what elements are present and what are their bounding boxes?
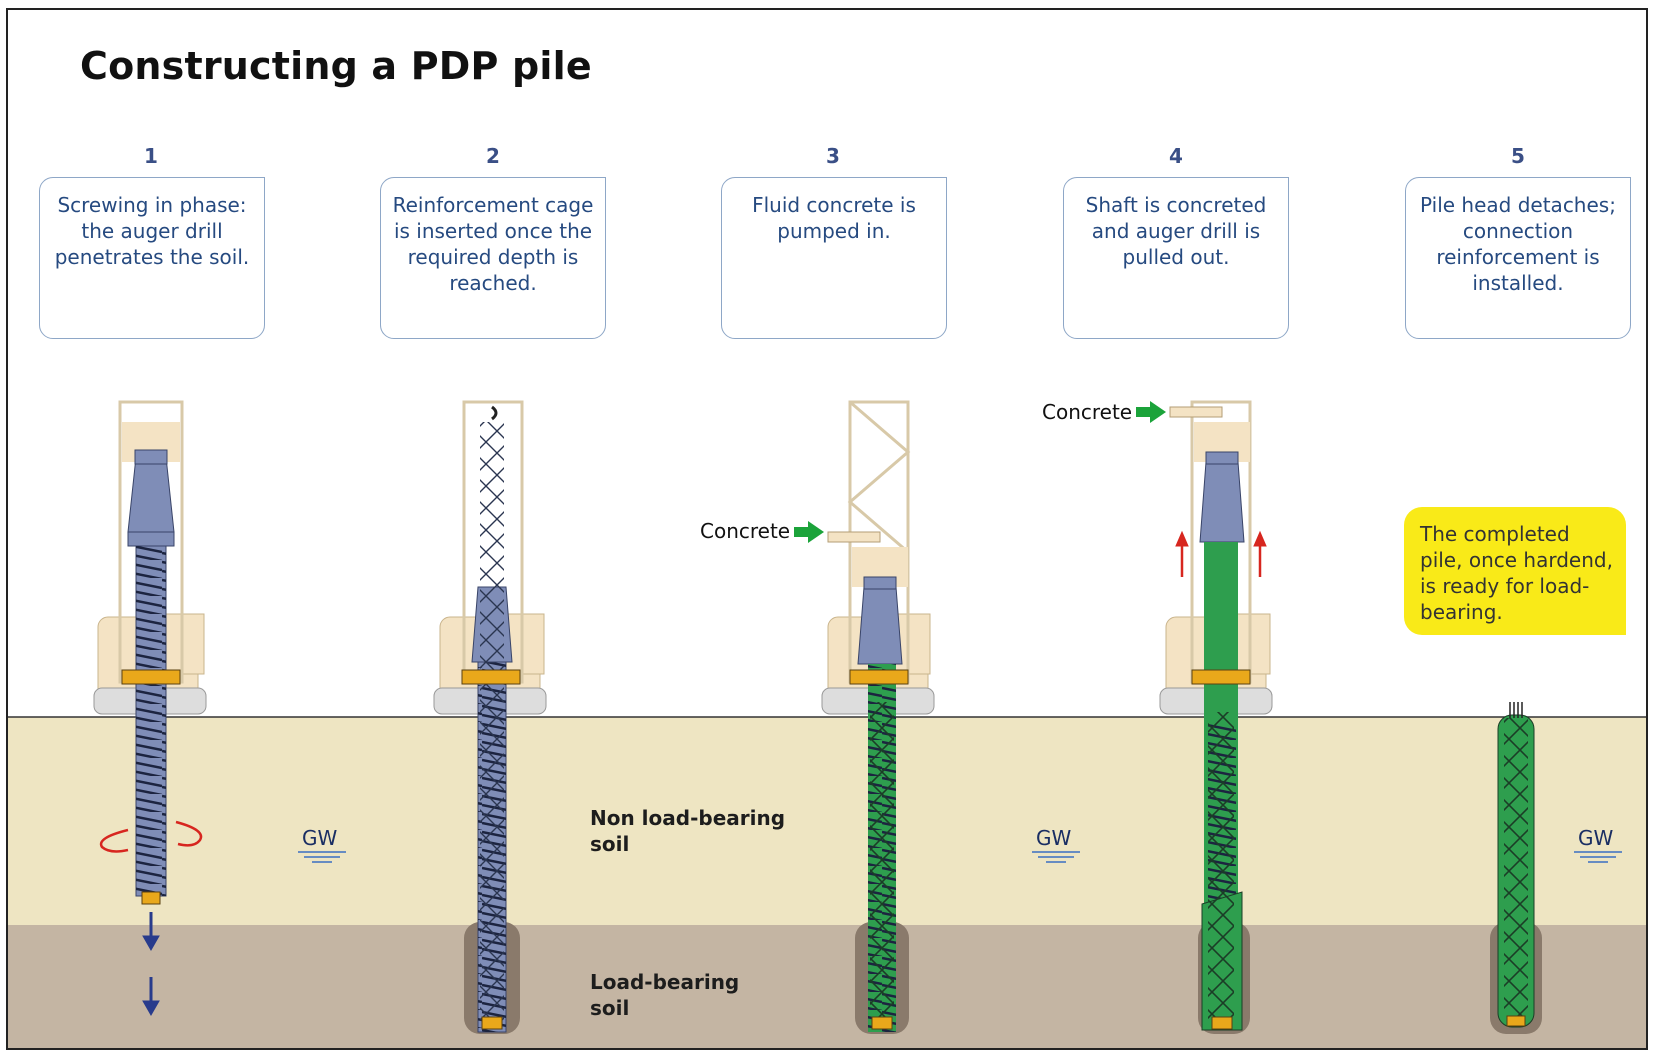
non-load-bearing-soil-label: Non load-bearing soil — [590, 806, 786, 856]
gw-label-1: GW — [302, 826, 338, 850]
step-number-3: 3 — [826, 144, 840, 168]
gw-label-3: GW — [1578, 826, 1614, 850]
concrete-arrow-3 — [794, 521, 824, 543]
diagram-artwork — [8, 400, 1646, 1048]
load-bearing-soil-label: Load-bearing soil — [590, 970, 740, 1020]
pile-stage-5 — [1490, 702, 1542, 1034]
rig-stage-3 — [821, 400, 935, 1034]
completed-pile-callout: The completed pile, once hardend, is rea… — [1404, 507, 1626, 635]
diagram-frame: Constructing a PDP pile 1 Screwing in ph… — [6, 8, 1648, 1050]
step-number-4: 4 — [1169, 144, 1183, 168]
concrete-label-4: Concrete — [1042, 400, 1133, 424]
rig-stage-1 — [93, 400, 207, 905]
step-box-3: Fluid concrete is pumped in. — [721, 177, 947, 339]
diagram-scene: Constructing a PDP pile 1 Screwing in ph… — [8, 10, 1646, 1048]
down-arrow-1 — [142, 912, 160, 1017]
up-arrows-4 — [1175, 530, 1267, 577]
rig-stage-4 — [1159, 400, 1273, 1034]
step-number-5: 5 — [1511, 144, 1525, 168]
step-number-1: 1 — [144, 144, 158, 168]
groundwater-symbol-2 — [1032, 851, 1080, 863]
step-box-1: Screwing in phase: the auger drill penet… — [39, 177, 265, 339]
concrete-label-3: Concrete — [700, 519, 791, 543]
lower-soil-layer — [8, 925, 1646, 1048]
diagram-title: Constructing a PDP pile — [80, 44, 592, 88]
step-box-5: Pile head detaches; connection reinforce… — [1405, 177, 1631, 339]
rotation-arrow-right — [175, 820, 203, 847]
step-box-2: Reinforcement cage is inserted once the … — [380, 177, 606, 339]
upper-soil-layer — [8, 717, 1646, 925]
concrete-arrow-4 — [1136, 401, 1166, 423]
gw-label-2: GW — [1036, 826, 1072, 850]
groundwater-symbol-1 — [298, 851, 346, 863]
step-number-2: 2 — [486, 144, 500, 168]
groundwater-symbol-3 — [1574, 851, 1622, 863]
rig-stage-2 — [433, 400, 547, 1034]
rotation-arrow-left — [99, 828, 129, 853]
step-box-4: Shaft is concreted and auger drill is pu… — [1063, 177, 1289, 339]
